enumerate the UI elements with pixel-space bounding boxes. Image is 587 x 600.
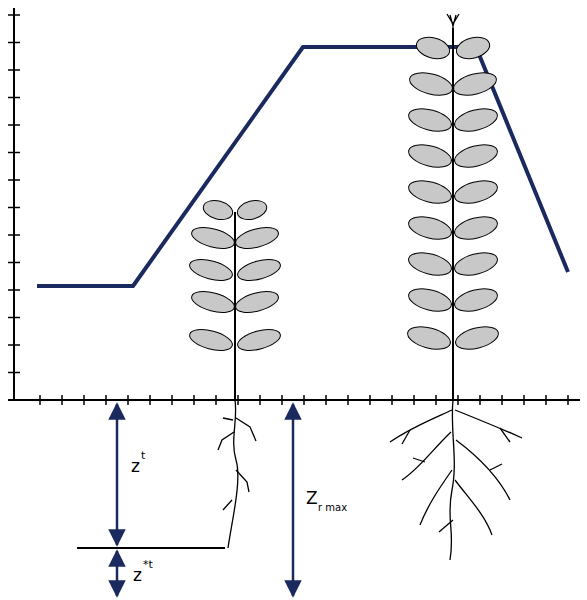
x-tick xyxy=(303,395,305,405)
y-tick xyxy=(8,344,20,346)
depth-symbol: z xyxy=(133,567,142,584)
leaf xyxy=(406,249,454,280)
y-tick xyxy=(8,289,20,291)
leaf xyxy=(452,105,500,136)
x-tick xyxy=(127,395,129,405)
x-tick xyxy=(457,395,459,405)
symbol-index: *t xyxy=(143,559,153,570)
x-tick xyxy=(61,395,63,405)
leaf xyxy=(453,323,501,354)
x-tick xyxy=(545,395,547,405)
leaf xyxy=(189,224,236,253)
leaf xyxy=(406,177,454,208)
leaf xyxy=(189,288,236,317)
axes xyxy=(8,8,580,401)
leaf xyxy=(406,213,454,244)
x-tick xyxy=(105,395,107,405)
stem xyxy=(452,28,454,400)
leaf xyxy=(235,197,269,222)
leaf xyxy=(233,224,280,253)
leaf xyxy=(407,69,455,100)
x-tick xyxy=(413,395,415,405)
y-tick xyxy=(8,14,20,16)
symbol-index: t xyxy=(141,450,145,461)
symbol-index: r max xyxy=(318,503,347,513)
leaf xyxy=(235,326,282,355)
x-tick xyxy=(149,395,151,405)
sprout xyxy=(447,14,459,30)
y-tick xyxy=(8,179,20,181)
x-ticks xyxy=(40,395,568,405)
x-tick xyxy=(347,395,349,405)
plants xyxy=(187,14,500,400)
leaf xyxy=(414,34,452,62)
leaf xyxy=(451,69,499,100)
x-tick xyxy=(193,395,195,405)
leaf xyxy=(405,323,453,354)
leaf xyxy=(452,285,500,316)
y-tick xyxy=(8,207,20,209)
leaf xyxy=(406,141,454,172)
y-tick xyxy=(8,152,20,154)
depth-symbol: Z xyxy=(306,490,318,507)
y-ticks xyxy=(8,15,20,373)
x-tick xyxy=(39,395,41,405)
leaf xyxy=(452,213,500,244)
plant xyxy=(187,197,282,400)
x-tick xyxy=(391,395,393,405)
leaf xyxy=(452,141,500,172)
leaf xyxy=(452,249,500,280)
y-tick xyxy=(8,262,20,264)
leaf xyxy=(454,34,492,62)
root-depth-line xyxy=(77,547,225,549)
x-tick xyxy=(237,395,239,405)
y-tick xyxy=(8,317,20,319)
dimension-arrows xyxy=(117,404,293,596)
x-tick xyxy=(325,395,327,405)
leaf xyxy=(201,197,235,222)
y-tick xyxy=(8,372,20,374)
leaf xyxy=(187,256,234,285)
x-tick xyxy=(523,395,525,405)
x-tick xyxy=(567,395,569,405)
leaf xyxy=(452,177,500,208)
y-tick xyxy=(8,69,20,71)
kc-curve xyxy=(37,47,568,286)
leaf xyxy=(235,256,282,285)
x-tick xyxy=(281,395,283,405)
x-tick xyxy=(369,395,371,405)
depth-symbol: z xyxy=(131,458,140,475)
y-tick xyxy=(8,42,20,44)
leaf xyxy=(406,105,454,136)
y-tick xyxy=(8,234,20,236)
x-tick xyxy=(479,395,481,405)
y-tick xyxy=(8,97,20,99)
x-tick xyxy=(501,395,503,405)
leaf xyxy=(187,326,234,355)
roots xyxy=(218,400,522,560)
x-tick xyxy=(171,395,173,405)
x-tick xyxy=(435,395,437,405)
plant xyxy=(405,28,501,400)
leaf xyxy=(406,285,454,316)
leaf xyxy=(233,288,280,317)
x-tick xyxy=(83,395,85,405)
y-tick xyxy=(8,124,20,126)
x-tick xyxy=(215,395,217,405)
x-tick xyxy=(259,395,261,405)
